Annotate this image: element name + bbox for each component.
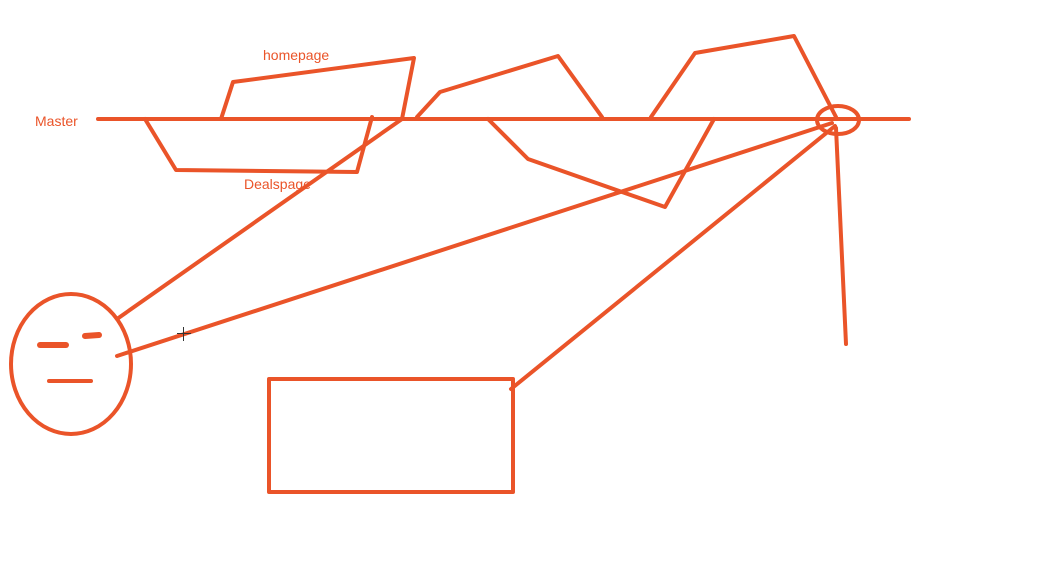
- face-outline: [9, 292, 133, 436]
- master-label: Master: [35, 113, 78, 129]
- face-to-homepage-line: [115, 117, 404, 321]
- dealspage-label: Dealspage: [244, 176, 311, 192]
- upper-branch-shape-2: [415, 54, 604, 119]
- box-rectangle: [267, 377, 515, 494]
- homepage-branch-shape: [219, 56, 416, 121]
- box-to-circle-line: [509, 124, 837, 391]
- vertical-drop-line: [834, 126, 848, 346]
- lower-branch-shape: [486, 117, 716, 209]
- homepage-label: homepage: [263, 47, 329, 63]
- face-to-circle-line: [115, 121, 834, 358]
- crosshair-cursor-icon: [177, 327, 191, 341]
- upper-branch-shape-3: [649, 34, 838, 119]
- face-right-eye: [82, 332, 102, 339]
